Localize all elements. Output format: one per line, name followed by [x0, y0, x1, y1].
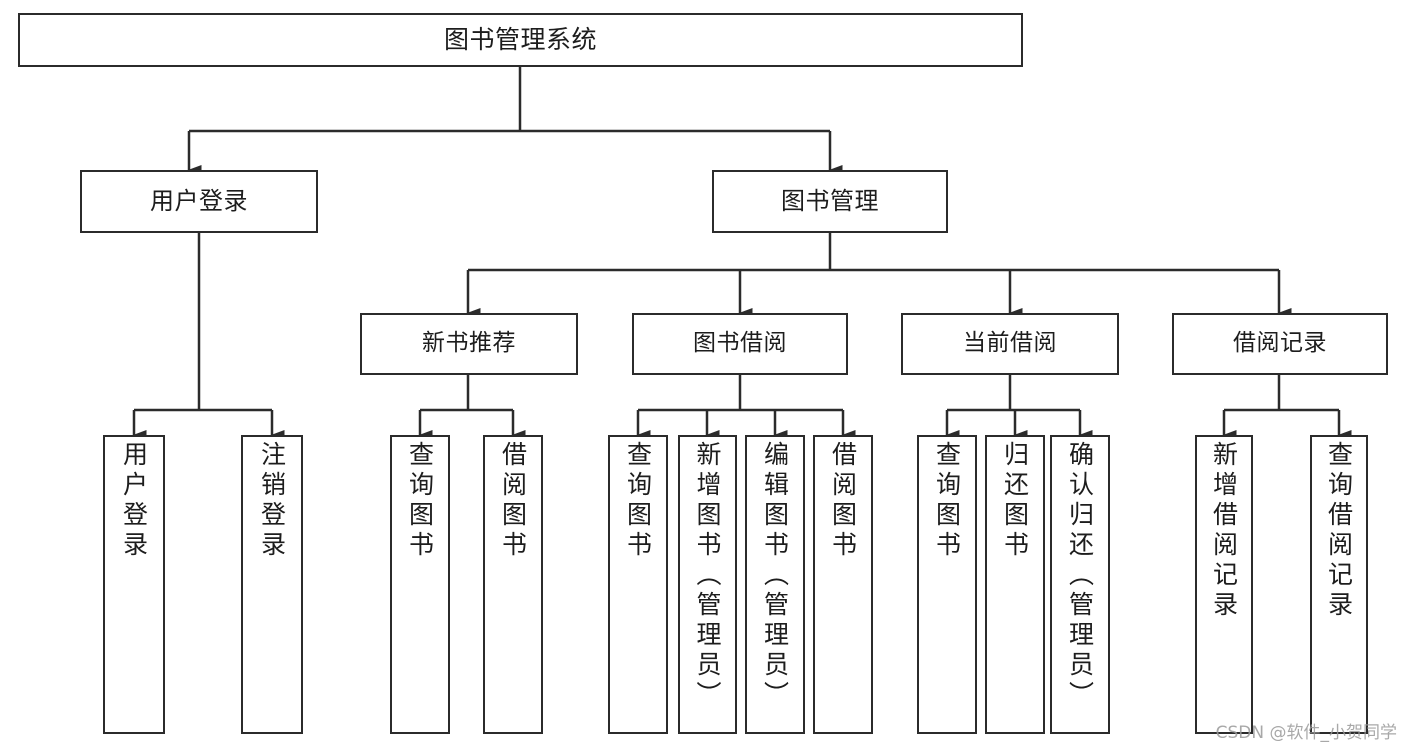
leaf-query-book-3[interactable]: 查询图书: [917, 435, 977, 734]
node-book-management-label: 图书管理: [781, 187, 879, 216]
node-book-borrow-label: 图书借阅: [693, 330, 787, 357]
node-user-login[interactable]: 用户登录: [80, 170, 318, 233]
node-book-management[interactable]: 图书管理: [712, 170, 948, 233]
node-new-book-recommend-label: 新书推荐: [422, 330, 516, 357]
node-new-book-recommend[interactable]: 新书推荐: [360, 313, 578, 375]
node-current-borrow-label: 当前借阅: [963, 330, 1057, 357]
leaf-return-book[interactable]: 归还图书: [985, 435, 1045, 734]
leaf-query-book-2[interactable]: 查询图书: [608, 435, 668, 734]
leaf-logout[interactable]: 注销登录: [241, 435, 303, 734]
leaf-user-login-label: 用户登录: [119, 441, 149, 561]
leaf-add-record-label: 新增借阅记录: [1209, 441, 1239, 621]
node-root[interactable]: 图书管理系统: [18, 13, 1023, 67]
leaf-add-book-label: 新增图书（管理员）: [693, 441, 722, 711]
node-borrow-record[interactable]: 借阅记录: [1172, 313, 1388, 375]
node-root-label: 图书管理系统: [443, 25, 597, 54]
leaf-borrow-book-1-label: 借阅图书: [498, 441, 528, 561]
leaf-logout-label: 注销登录: [257, 441, 287, 561]
leaf-add-record[interactable]: 新增借阅记录: [1195, 435, 1253, 734]
node-user-login-label: 用户登录: [150, 187, 248, 216]
leaf-edit-book-label: 编辑图书（管理员）: [760, 441, 790, 711]
leaf-query-book-1[interactable]: 查询图书: [390, 435, 450, 734]
leaf-borrow-book-2-label: 借阅图书: [828, 441, 858, 561]
leaf-add-book[interactable]: 新增图书（管理员）: [678, 435, 737, 734]
leaf-query-book-1-label: 查询图书: [405, 441, 435, 561]
leaf-borrow-book-2[interactable]: 借阅图书: [813, 435, 873, 734]
leaf-query-book-2-label: 查询图书: [623, 441, 653, 561]
leaf-user-login[interactable]: 用户登录: [103, 435, 165, 734]
leaf-query-record[interactable]: 查询借阅记录: [1310, 435, 1368, 734]
leaf-edit-book[interactable]: 编辑图书（管理员）: [745, 435, 805, 734]
leaf-confirm-return-label: 确认归还（管理员）: [1065, 441, 1095, 711]
leaf-return-book-label: 归还图书: [1000, 441, 1030, 561]
leaf-confirm-return[interactable]: 确认归还（管理员）: [1050, 435, 1110, 734]
node-current-borrow[interactable]: 当前借阅: [901, 313, 1119, 375]
node-book-borrow[interactable]: 图书借阅: [632, 313, 848, 375]
leaf-query-book-3-label: 查询图书: [932, 441, 962, 561]
node-borrow-record-label: 借阅记录: [1233, 330, 1327, 357]
leaf-query-record-label: 查询借阅记录: [1324, 441, 1354, 621]
leaf-borrow-book-1[interactable]: 借阅图书: [483, 435, 543, 734]
